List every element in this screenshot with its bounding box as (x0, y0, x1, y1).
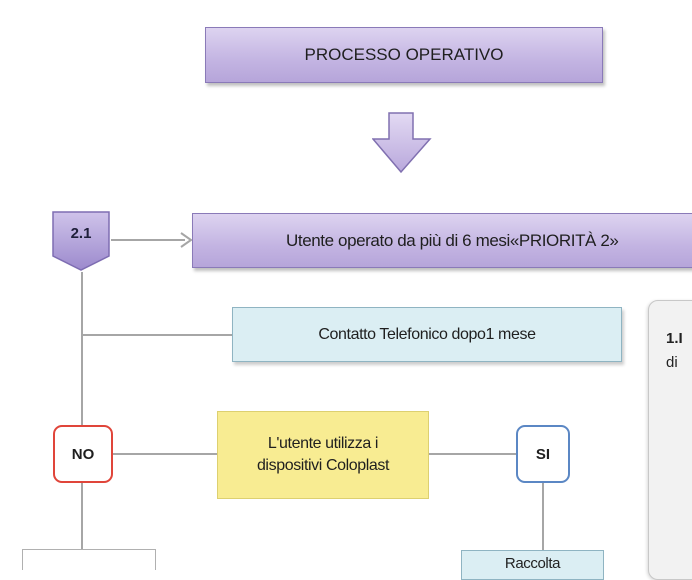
step-badge-shape (52, 211, 110, 271)
collection-box: Raccolta (461, 550, 604, 580)
priority-box: Utente operato da più di 6 mesi«PRIORITÀ… (192, 213, 692, 268)
process-title-box: PROCESSO OPERATIVO (205, 27, 603, 83)
arrowhead-icon (180, 232, 193, 248)
no-answer-box: NO (53, 425, 113, 483)
si-answer-box: SI (516, 425, 570, 483)
question-line-2: dispositivi Coloplast (256, 457, 390, 474)
side-panel-line-1: 1.I (666, 330, 683, 347)
si-answer-label: SI (535, 445, 551, 463)
down-arrow-icon (372, 112, 432, 174)
bottom-left-box (22, 549, 156, 570)
phone-contact-box: Contatto Telefonico dopo1 mese (232, 307, 622, 362)
process-title: PROCESSO OPERATIVO (304, 45, 504, 64)
trunk-connector (81, 272, 83, 562)
no-connector (112, 453, 218, 455)
si-down-connector (542, 483, 544, 551)
contact-connector (83, 334, 233, 336)
question-box: L'utente utilizza i dispositivi Coloplas… (217, 411, 429, 499)
phone-contact-text: Contatto Telefonico dopo1 mese (318, 325, 536, 343)
question-line-1: L'utente utilizza i (267, 435, 379, 452)
priority-text: Utente operato da più di 6 mesi«PRIORITÀ… (286, 230, 619, 250)
side-panel: 1.I di (648, 300, 692, 580)
side-panel-line-2: di (666, 354, 678, 371)
step-connector (111, 239, 185, 241)
collection-text: Raccolta (504, 555, 561, 572)
step-badge: 2.1 (51, 212, 111, 254)
step-label: 2.1 (70, 224, 92, 242)
si-connector (428, 453, 517, 455)
no-answer-label: NO (71, 445, 95, 463)
